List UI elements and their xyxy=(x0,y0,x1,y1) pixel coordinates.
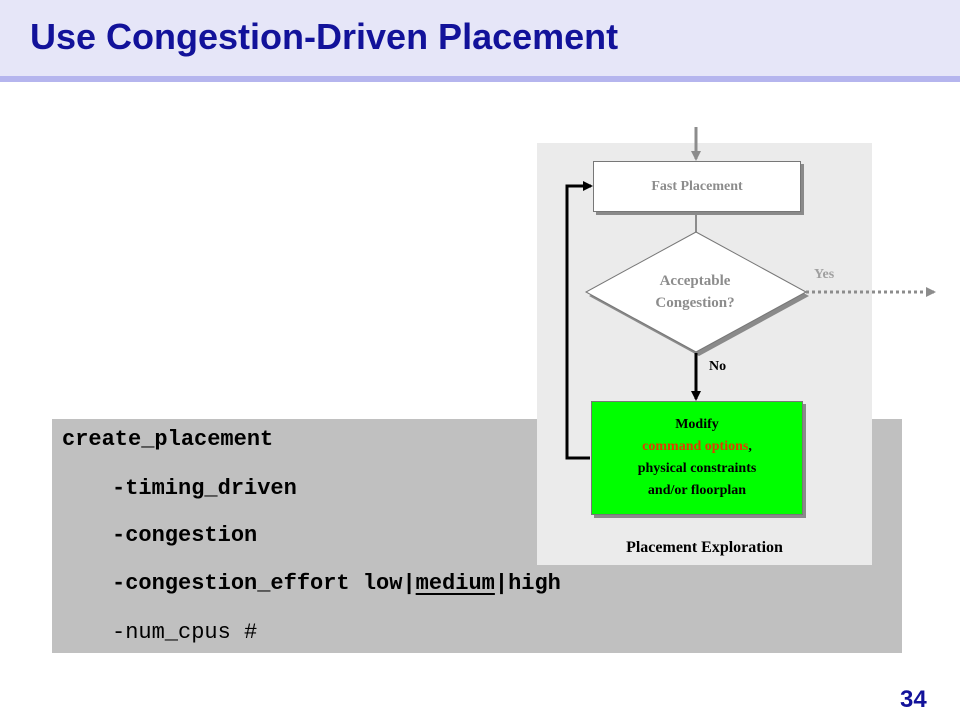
page-number: 34 xyxy=(900,686,927,713)
modify-line3: physical constraints xyxy=(637,461,757,476)
yes-label: Yes xyxy=(814,267,835,282)
code-line-congestion: -congestion xyxy=(112,523,258,548)
code-line-num-cpus: -num_cpus # xyxy=(112,620,258,645)
code-line-congestion-effort: -congestion_effort low|medium|high xyxy=(112,571,561,596)
slide-title: Use Congestion-Driven Placement xyxy=(30,16,619,57)
modify-comma: , xyxy=(748,439,752,454)
code-line-command: create_placement xyxy=(62,427,274,452)
decision-label-line2: Congestion? xyxy=(655,295,735,311)
default-effort-medium: medium xyxy=(415,571,495,596)
modify-line4: and/or floorplan xyxy=(647,483,747,498)
modify-line2: command options, xyxy=(642,436,752,458)
decision-label: Acceptable Congestion? xyxy=(610,270,780,314)
congestion-effort-suffix: |high xyxy=(494,571,561,596)
code-line-timing-driven: -timing_driven xyxy=(112,476,297,501)
fast-placement-box: Fast Placement xyxy=(593,161,801,212)
no-label: No xyxy=(709,359,727,374)
loop-back-arrow xyxy=(565,181,593,460)
decision-diamond xyxy=(584,231,808,353)
panel-caption: Placement Exploration xyxy=(626,539,783,556)
title-rule xyxy=(0,76,960,82)
fast-placement-label: Fast Placement xyxy=(651,178,743,194)
modify-line1: Modify xyxy=(675,417,719,432)
congestion-effort-prefix: -congestion_effort low| xyxy=(112,571,416,596)
command-options-highlight: command options xyxy=(642,439,749,454)
decision-label-line1: Acceptable xyxy=(659,273,731,289)
title-bar xyxy=(0,0,960,78)
modify-box: Modify command options, physical constra… xyxy=(591,401,803,515)
